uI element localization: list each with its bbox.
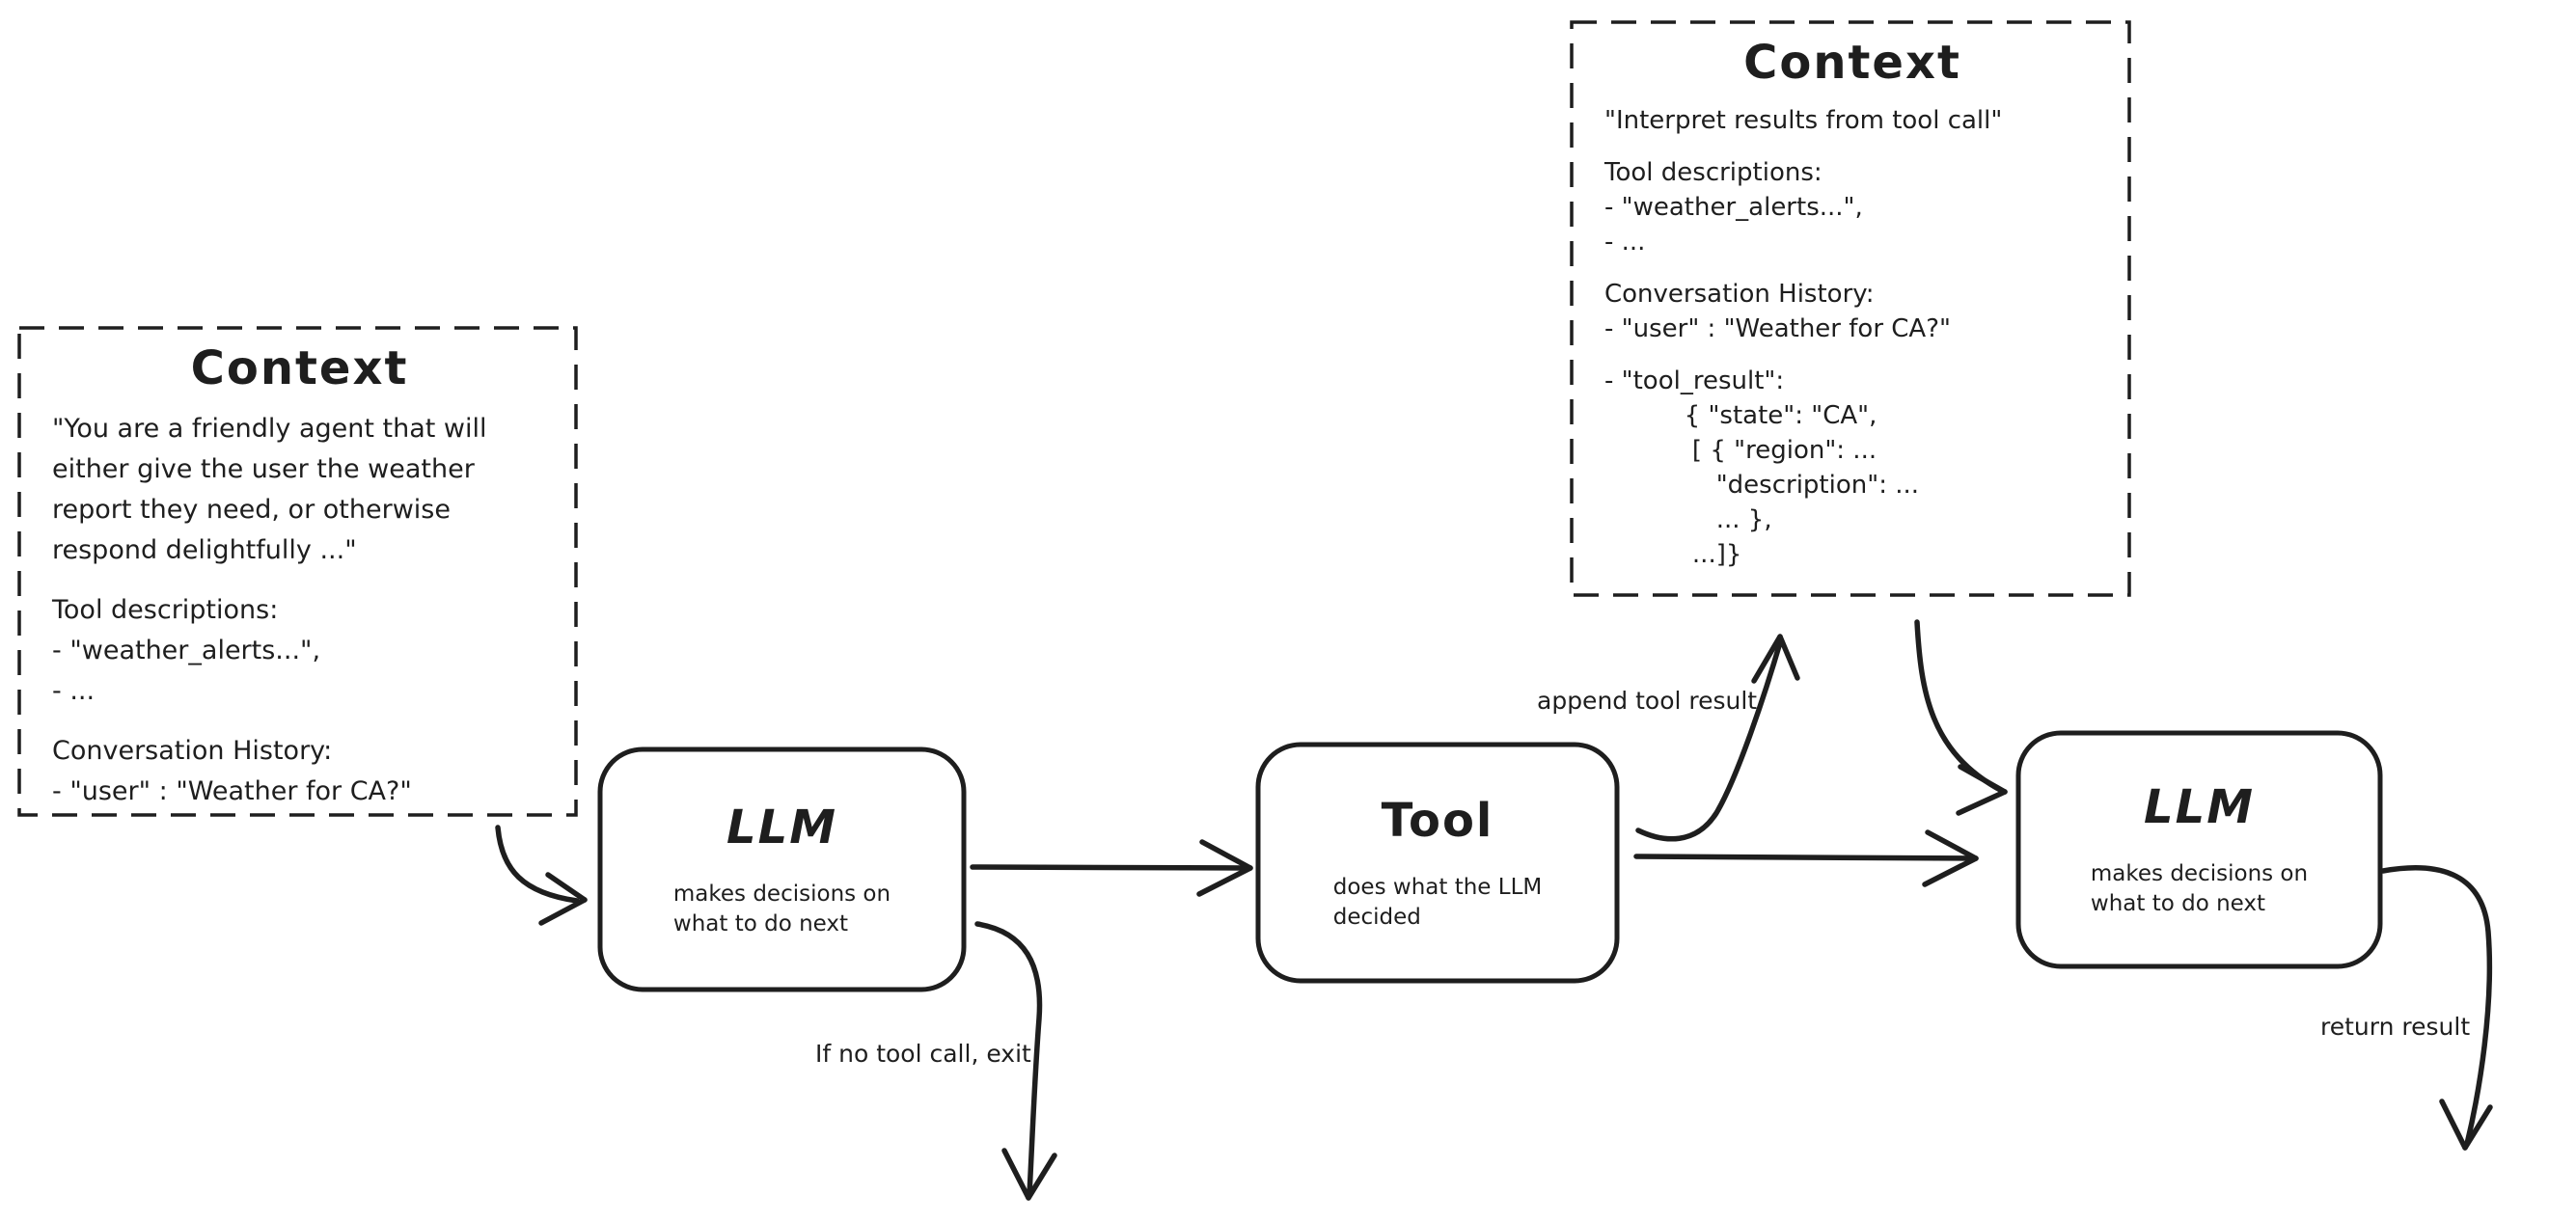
context-box-left: Context "You are a friendly agent that w…: [19, 328, 576, 815]
context-right-conversation-history: Conversation History: - "user" : "Weathe…: [1604, 280, 1951, 343]
llm-node-2-subtitle: makes decisions on what to do next: [2090, 861, 2309, 916]
llm-node-1: LLM makes decisions on what to do next: [600, 749, 964, 990]
label-append-tool-result: append tool result: [1537, 687, 1758, 715]
label-return-result: return result: [2320, 1013, 2471, 1041]
context-left-system-prompt: "You are a friendly agent that will eith…: [52, 414, 487, 565]
llm-node-1-subtitle: makes decisions on what to do next: [672, 881, 891, 936]
arrow-tool-to-llm2: [1633, 829, 1979, 887]
context-left-tool-descriptions: Tool descriptions: - "weather_alerts..."…: [52, 595, 321, 706]
llm-node-2-border: [2015, 730, 2383, 969]
tool-node-subtitle: does what the LLM decided: [1332, 874, 1543, 930]
llm-node-1-title: LLM: [726, 800, 837, 855]
arrow-context-right-to-llm2: [1914, 619, 2008, 816]
context-right-system-prompt: "Interpret results from tool call": [1604, 106, 2003, 135]
llm-node-1-border: [597, 746, 967, 992]
arrow-llm1-exit: [974, 921, 1057, 1201]
arrow-llm2-return: [2380, 865, 2493, 1151]
tool-node-title: Tool: [1381, 793, 1494, 848]
context-right-tool-descriptions: Tool descriptions: - "weather_alerts..."…: [1604, 158, 1863, 257]
context-left-conversation-history: Conversation History: - "user" : "Weathe…: [52, 736, 412, 806]
context-box-left-border: [17, 326, 578, 817]
context-right-tool-result: - "tool_result": { "state": "CA", [ { "r…: [1604, 366, 1920, 569]
arrow-context-left-to-llm1: [495, 825, 588, 926]
context-right-body: "Interpret results from tool call" Tool …: [1604, 103, 2100, 572]
tool-node: Tool does what the LLM decided: [1258, 745, 1617, 981]
tool-node-border: [1255, 742, 1620, 984]
llm-node-2: LLM makes decisions on what to do next: [2018, 733, 2380, 966]
llm-node-2-title: LLM: [2144, 780, 2255, 834]
context-box-right-border: [1570, 20, 2131, 597]
arrow-llm1-to-tool: [970, 839, 1253, 897]
label-if-no-tool-call-exit: If no tool call, exit: [815, 1040, 1031, 1068]
context-box-right: Context "Interpret results from tool cal…: [1572, 22, 2129, 595]
arrow-tool-to-context-right: [1635, 634, 1800, 842]
context-left-body: "You are a friendly agent that will eith…: [52, 409, 547, 812]
context-right-title: Context: [1743, 36, 1961, 90]
context-left-title: Context: [190, 341, 409, 395]
